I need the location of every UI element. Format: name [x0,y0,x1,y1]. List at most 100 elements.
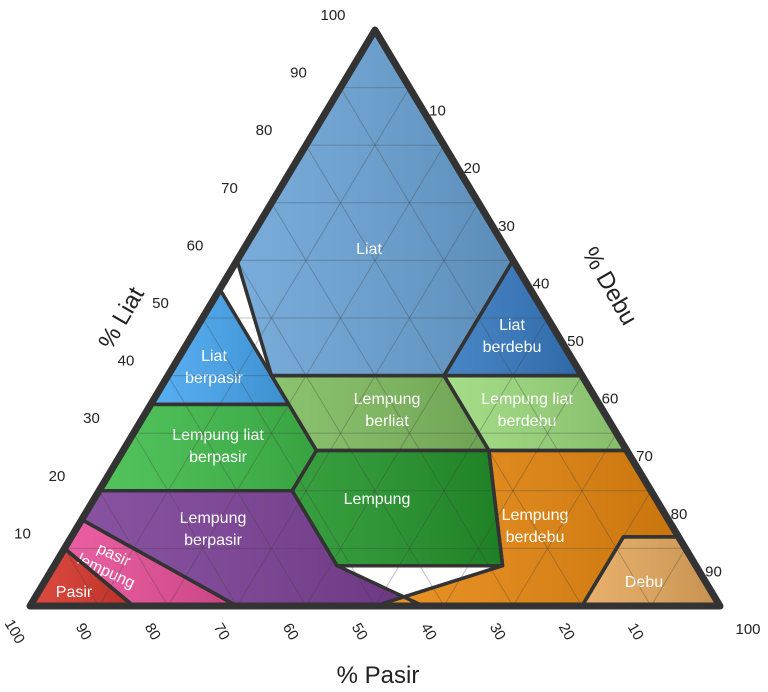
region-label-liat: Liat [356,241,382,258]
region-lempung[interactable] [292,450,503,566]
region-label-line: Liat [201,348,227,365]
region-label-line: berdebu [483,339,542,356]
region-label-line: Lempung [344,491,411,508]
clay-axis-ticks: 10 20 30 40 50 60 70 80 90 100 [14,7,345,542]
sand-tick-label: 70 [210,620,233,643]
region-liat[interactable] [237,30,513,376]
region-label-line: Liat [356,241,382,258]
sand-tick-label: 10 [624,620,647,643]
region-lempung-liat-berpasir-shade [99,404,317,491]
silt-tick-label: 60 [602,391,619,408]
grid-line [64,548,100,607]
region-lempung-shade [292,450,503,566]
region-pasir-lempung-shade [64,519,237,606]
clay-axis-title: % Liat [93,282,150,354]
region-label-liat-berpasir: Liat berpasir [185,348,243,387]
grid-line [202,317,376,607]
region-label-debu: Debu [625,574,663,591]
silt-axis-ticks: 10 20 30 40 50 60 70 80 90 100 [429,103,760,638]
region-label-lempung: Lempung [344,491,411,508]
clay-tick-label: 90 [290,65,307,82]
texture-class-regions: LiatLiatberdebuLiatberpasirLempungberlia… [30,30,720,606]
silt-tick-label: 50 [567,333,584,350]
region-label-line: Lempung liat [172,427,264,444]
region-label-line: Debu [625,574,663,591]
region-label-liat-berdebu: Liat berdebu [483,317,542,356]
clay-tick-label: 80 [256,122,273,139]
sand-tick-label: 40 [417,620,440,643]
region-liat-berdebu[interactable] [444,260,582,376]
clay-tick-label: 70 [221,180,238,197]
grid-line [512,432,617,607]
grid-line [374,317,548,607]
silt-tick-label: 90 [705,563,722,580]
region-liat-shade [237,30,513,376]
silt-tick-label: 100 [735,621,760,638]
silt-tick-label: 30 [498,218,515,235]
region-label-line: Lempung [354,391,421,408]
sand-axis-title: % Pasir [337,662,420,689]
region-label-line: berdebu [498,413,557,430]
sand-tick-label: 60 [279,620,302,643]
region-label-line: berpasir [184,532,242,549]
region-label-line: berliat [365,413,409,430]
sand-tick-label: 90 [72,620,95,643]
silt-tick-label: 80 [671,506,688,523]
region-lempung-berpasir[interactable] [81,490,424,606]
region-label-line: berdebu [506,529,565,546]
region-liat-berpasir-shade [150,289,289,405]
clay-tick-label: 20 [49,468,66,485]
grid-line [340,87,652,607]
region-label-lempung-berliat: Lempung berliat [354,391,421,430]
region-lempung-berdebu-shade [375,450,679,606]
region-label-line: berpasir [185,370,243,387]
clay-tick-label: 40 [118,353,135,370]
silt-tick-label: 20 [464,160,481,177]
region-label-line: Lempung [180,510,247,527]
region-liat-berdebu-shade [444,260,582,376]
sand-tick-label: 80 [141,620,164,643]
silt-axis-title: % Debu [576,243,642,330]
clay-tick-label: 60 [187,237,204,254]
silt-tick-label: 10 [429,103,446,120]
region-label-lempung-liat-berpasir: Lempung liat berpasir [172,427,264,466]
clay-tick-label: 100 [320,7,345,24]
sand-tick-label: 20 [555,620,578,643]
region-label-line: Lempung liat [481,391,573,408]
grid-line [650,548,686,607]
triangle-outline [26,26,724,610]
sand-tick-label: 50 [348,620,371,643]
sand-tick-label: 30 [486,620,509,643]
grid-line [443,375,583,607]
region-label-line: Pasir [56,584,93,601]
region-label-lempung-liat-berdebu: Lempung liat berdebu [481,391,573,430]
clay-tick-label: 10 [14,525,31,542]
region-label-lempung-berpasir: Lempung berpasir [180,510,247,549]
silt-tick-label: 40 [533,275,550,292]
region-label-line: Liat [499,317,525,334]
region-lempung-liat-berpasir[interactable] [99,404,317,491]
region-lempung-liat-berdebu[interactable] [444,375,627,451]
region-lempung-boundary [290,448,505,568]
region-lempung-berpasir-shade [81,490,424,606]
region-label-lempung-berdebu: Lempung berdebu [502,507,569,546]
region-liat-berpasir[interactable] [150,289,289,405]
region-lempung-liat-berdebu-shade [444,375,627,451]
clay-tick-label: 50 [152,295,169,312]
clay-tick-label: 30 [83,410,100,427]
grid-line [271,202,514,607]
region-pasir-lempung[interactable] [64,519,238,606]
region-lempung-berliat-shade [271,375,489,451]
region-label-line: Lempung [502,507,569,524]
region-label-pasir: Pasir [56,584,93,601]
sand-tick-label: 100 [1,617,28,647]
grid-line [133,432,238,607]
grid-line [236,202,479,607]
grid-line [236,260,445,607]
region-lempung-berdebu[interactable] [375,450,679,607]
region-lempung-berliat[interactable] [271,375,489,451]
sand-axis-ticks: 100 90 80 70 60 50 40 30 20 10 [1,617,647,647]
region-label-line: berpasir [189,449,247,466]
silt-tick-label: 70 [636,448,653,465]
